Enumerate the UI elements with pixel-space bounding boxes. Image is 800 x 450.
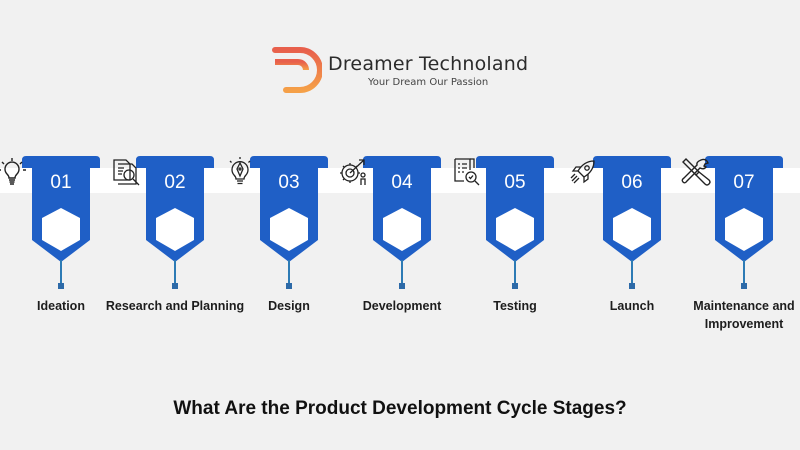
stage-6: 06 Launch — [567, 156, 697, 313]
gear-growth-icon — [340, 159, 366, 185]
banner-shape — [136, 156, 214, 262]
banner-shape — [705, 156, 783, 262]
lightbulb-icon — [0, 158, 26, 185]
logo-mark-icon — [272, 47, 322, 93]
connector-line — [288, 260, 290, 284]
stage-number: 01 — [50, 172, 72, 193]
connector-dot — [629, 283, 635, 289]
stage-label: Ideation — [37, 299, 85, 313]
connector-line — [743, 260, 745, 284]
banner-shape — [250, 156, 328, 262]
connector-dot — [741, 283, 747, 289]
stage-banner: 03 — [224, 156, 354, 266]
brand-name: Dreamer Technoland — [328, 52, 529, 75]
stage-5: 05 Testing — [450, 156, 580, 313]
stage-banner: 02 — [110, 156, 240, 266]
stage-label: Development — [362, 299, 442, 313]
stage-number: 03 — [278, 172, 300, 193]
connector-dot — [172, 283, 178, 289]
document-search-icon — [113, 159, 140, 186]
connector-line — [631, 260, 633, 284]
pen-bulb-icon — [229, 157, 251, 185]
stage-label: Launch — [609, 299, 655, 313]
stage-label: Maintenance and Improvement — [693, 299, 795, 331]
connector-dot — [512, 283, 518, 289]
stage-number: 07 — [733, 172, 755, 193]
stage-banner: 06 — [567, 156, 697, 266]
connector-line — [60, 260, 62, 284]
stage-banner: 05 — [450, 156, 580, 266]
banner-shape — [22, 156, 100, 262]
connector-dot — [286, 283, 292, 289]
connector-line — [401, 260, 403, 284]
page-title: What Are the Product Development Cycle S… — [173, 398, 627, 419]
banner-shape — [363, 156, 441, 262]
stage-banner: 04 — [337, 156, 467, 266]
tools-icon — [681, 158, 711, 186]
stage-number: 05 — [504, 172, 526, 193]
connector-line — [514, 260, 516, 284]
banner-shape — [593, 156, 671, 262]
stage-label: Design — [268, 299, 310, 313]
stage-number: 04 — [391, 172, 413, 193]
stage-1: 01 Ideation — [0, 156, 126, 313]
connector-dot — [58, 283, 64, 289]
stage-4: 04 Development — [337, 156, 467, 313]
stage-2: 02 Research and Planning — [106, 156, 244, 313]
stage-3: 03 Design — [224, 156, 354, 313]
checklist-inspect-icon — [454, 158, 480, 186]
banner-shape — [476, 156, 554, 262]
brand-tagline: Your Dream Our Passion — [368, 76, 489, 88]
stage-number: 06 — [621, 172, 643, 193]
stage-7: 07 Maintenance and Improvement — [679, 156, 800, 331]
rocket-icon — [570, 160, 595, 184]
brand-logo: Dreamer Technoland Your Dream Our Passio… — [272, 46, 528, 94]
stage-banner: 07 — [679, 156, 800, 266]
connector-dot — [399, 283, 405, 289]
stage-banner: 01 — [0, 156, 126, 266]
stage-label: Research and Planning — [105, 299, 245, 313]
connector-line — [174, 260, 176, 284]
stage-number: 02 — [164, 172, 186, 193]
stage-label: Testing — [493, 299, 537, 313]
